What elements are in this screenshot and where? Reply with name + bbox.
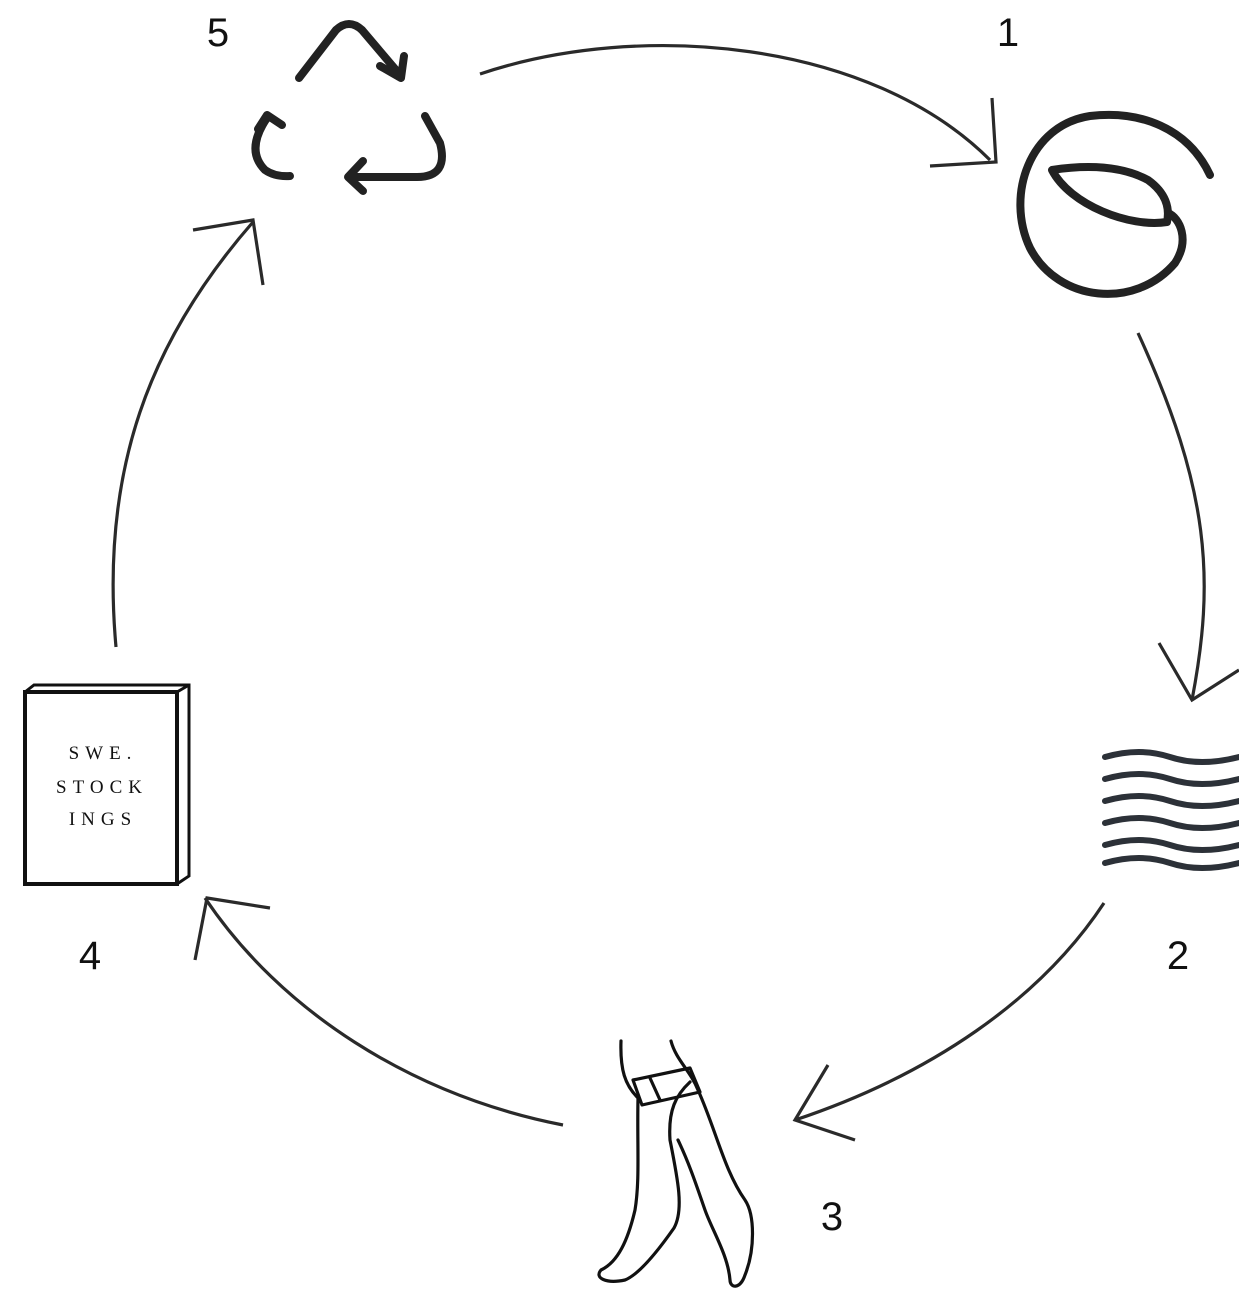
arrow-1-to-2 [1136,332,1239,703]
stockinged-legs-icon [597,1039,755,1288]
step-number-2: 2 [1167,934,1189,978]
box-label-line-3: INGS [69,809,137,830]
box-label-line-2: STOCK [56,777,148,798]
arrow-4-to-5 [111,218,265,648]
step-number-4: 4 [79,934,101,978]
arrow-5-to-1 [479,44,998,168]
arrow-3-to-4 [193,896,564,1127]
step-number-5: 5 [207,11,229,55]
step-number-1: 1 [997,11,1019,55]
wave-lines-icon [1102,749,1239,871]
box-label-line-1: SWE. [69,743,138,764]
step-number-3: 3 [821,1195,843,1239]
leaf-icon [1016,110,1214,298]
arrow-2-to-3 [792,902,1106,1142]
product-box-icon: SWE. STOCK INGS [23,683,191,886]
recycle-icon [251,20,446,195]
